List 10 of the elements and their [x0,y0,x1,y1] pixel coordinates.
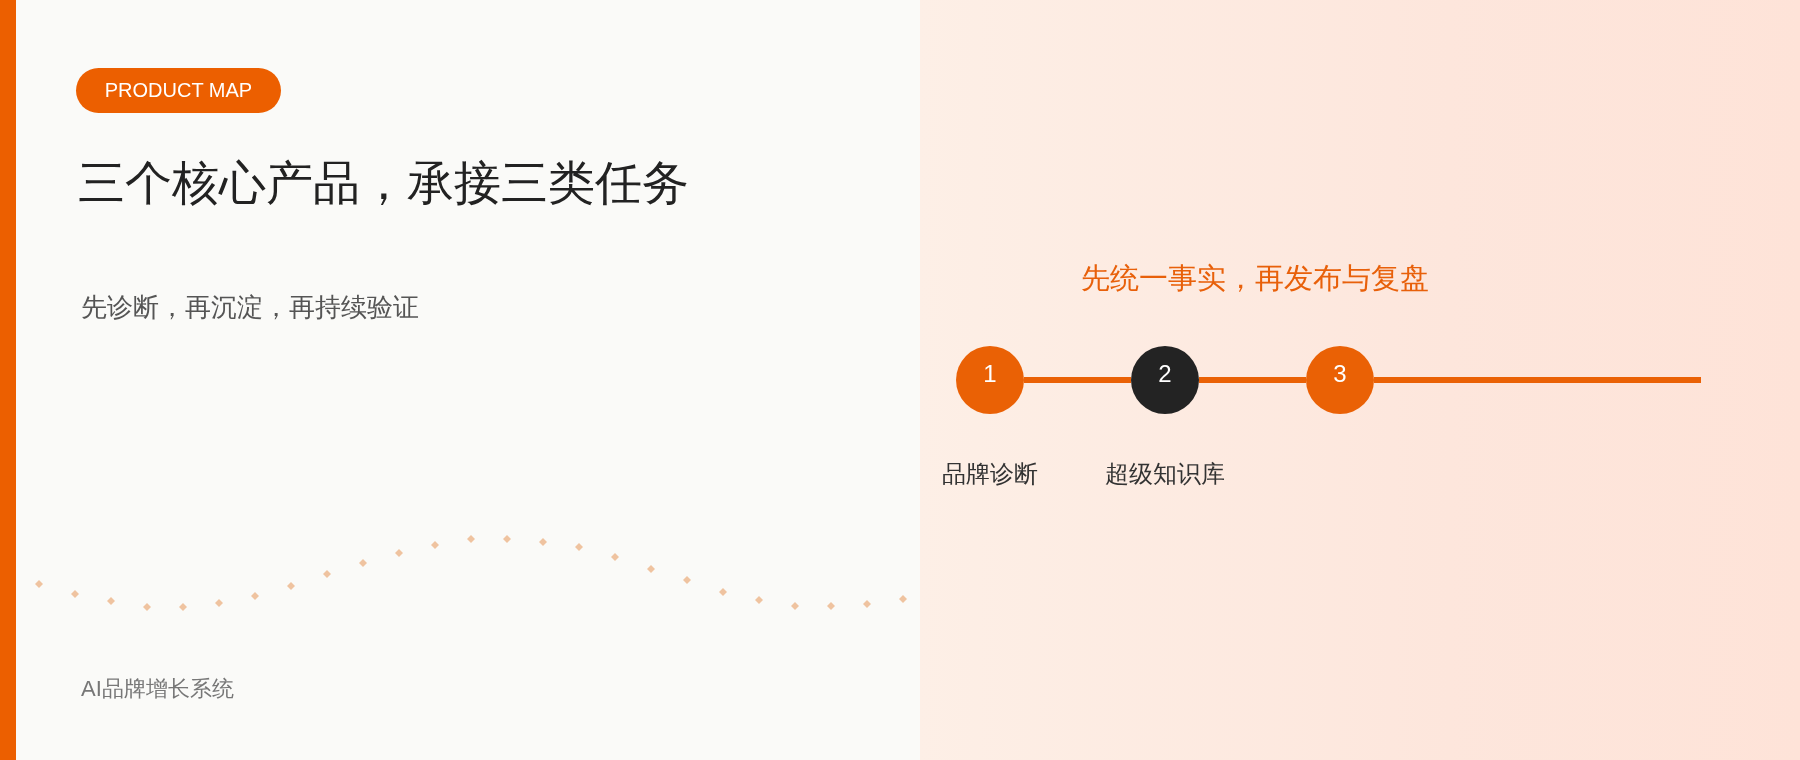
section-heading: 先统一事实，再发布与复盘 [1081,261,1429,296]
title: 三个核心产品，承接三类任务 [78,155,689,211]
connector-line [1199,377,1306,383]
connector-line [1374,377,1701,383]
step-label: 品牌诊断 [942,460,1038,489]
step-label: 超级知识库 [1105,460,1225,489]
connector-line [1024,377,1131,383]
footer-text: AI品牌增长系统 [81,676,234,703]
tag-pill: PRODUCT MAP [76,68,281,113]
subtitle: 先诊断，再沉淀，再持续验证 [81,292,419,324]
